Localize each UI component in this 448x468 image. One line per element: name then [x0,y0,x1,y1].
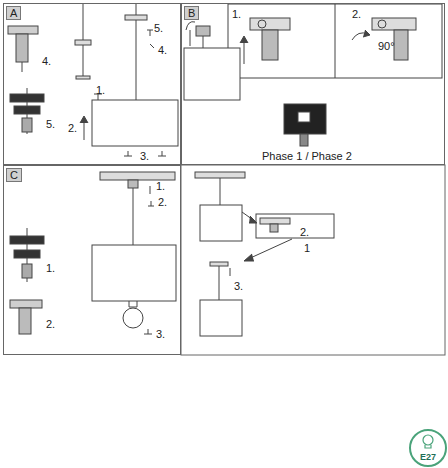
callout-number: 3. [234,280,243,293]
panel: C [3,165,181,355]
socket-label: E27 [411,452,445,462]
callout-number: Phase 1 / Phase 2 [262,150,352,163]
callout-number: 2. [68,122,77,135]
callout-number: 5. [46,118,55,131]
callout-number: 1. [46,262,55,275]
callout-number: 2. [46,318,55,331]
callout-number: 2. [300,226,309,239]
callout-number: 3. [140,150,149,163]
callout-number: 4. [158,44,167,57]
callout-number: 1. [156,180,165,193]
callout-number: 2. [158,196,167,209]
socket-badge: E27 [409,429,447,467]
panel-letter: C [6,168,22,182]
callout-number: 3. [156,328,165,341]
callout-number: 1. [96,84,105,97]
panel-letter: B [184,6,199,20]
callout-number: 90° [378,40,395,53]
panel-letter: A [6,6,21,20]
callout-number: 2. [352,8,361,21]
callout-number: 1. [232,8,241,21]
callout-number: 1 [304,242,310,255]
callout-number: 4. [42,55,51,68]
panel: B [181,3,445,165]
callout-number: 5. [154,22,163,35]
